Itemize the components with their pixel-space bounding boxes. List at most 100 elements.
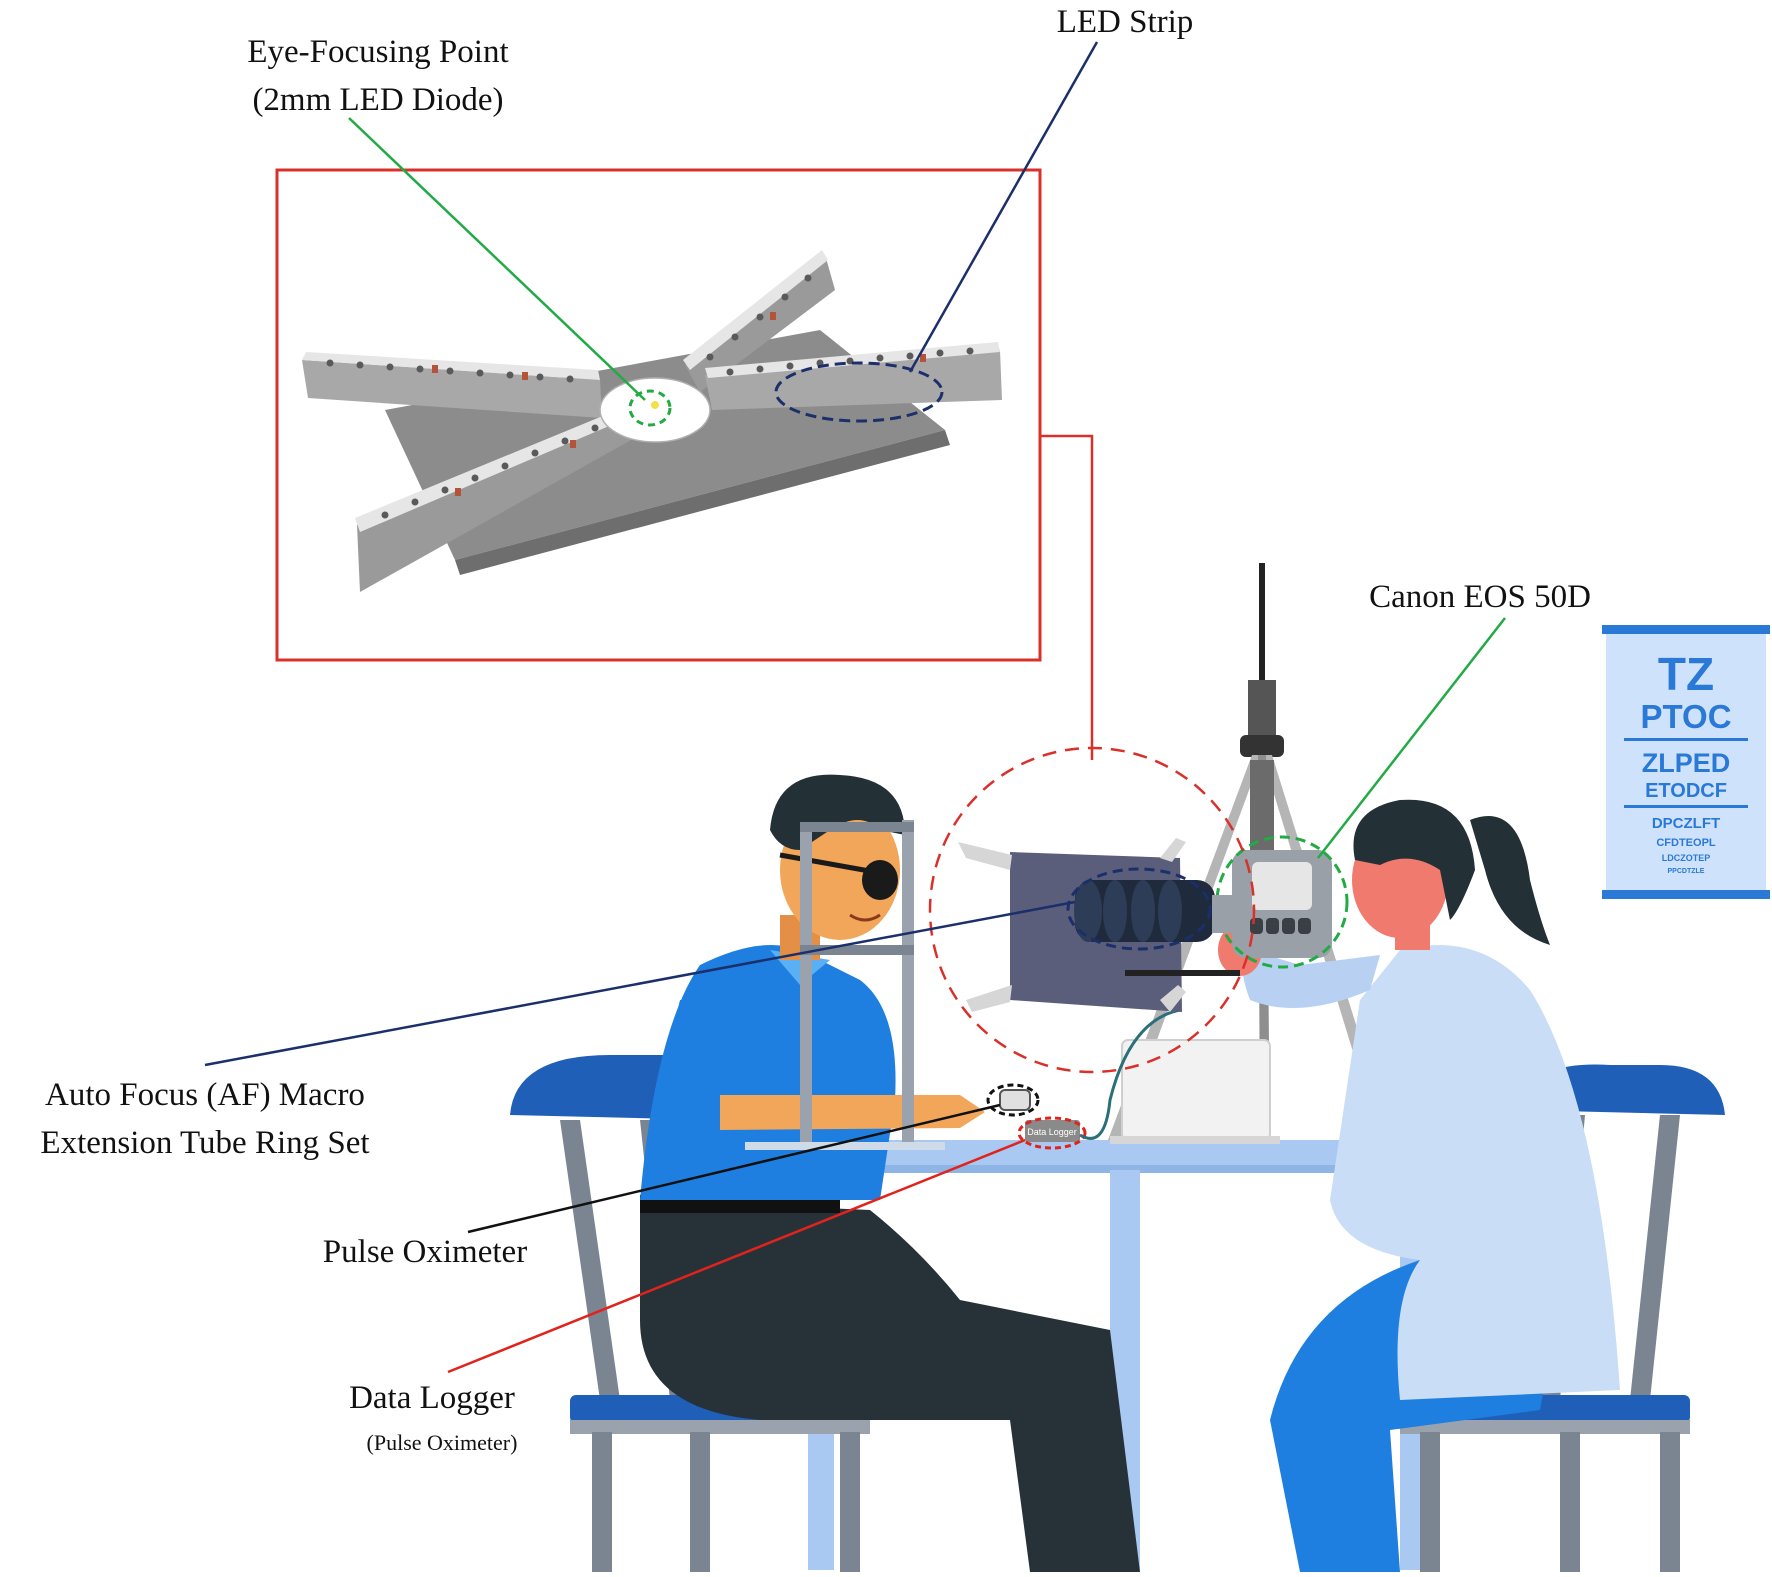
eye-chart-row-8: PPCDTZLE xyxy=(1668,868,1705,875)
data-logger-cable xyxy=(1079,1008,1181,1140)
eye-chart-row-6: CFDTEOPL xyxy=(1656,837,1716,849)
tripod-head xyxy=(1240,735,1284,757)
eye-chart-row-7: LDCZOTEP xyxy=(1662,853,1711,863)
inset-connector-line xyxy=(1040,434,1094,760)
examiner-lab-coat xyxy=(1330,945,1620,1400)
magnified-tripod-bar xyxy=(1125,970,1240,976)
laptop-base xyxy=(1110,1136,1280,1144)
leader-lines xyxy=(204,41,1506,1374)
extension-tube-ring-2 xyxy=(1103,880,1127,942)
magnified-fixture-arm-bottom-right xyxy=(1160,985,1186,1012)
examiner-chair-rail xyxy=(1400,1420,1690,1434)
led-arm-lower-left xyxy=(357,415,640,592)
eye-chart-row-4: ETODCF xyxy=(1645,780,1727,802)
patient-trousers xyxy=(640,1200,1140,1572)
extension-tube-ring-3 xyxy=(1131,880,1155,942)
laptop xyxy=(1110,1039,1280,1144)
pulse-oximeter-marker xyxy=(986,1083,1040,1117)
examiner-chair-leg-1 xyxy=(1420,1432,1440,1572)
data-logger-marker xyxy=(1017,1116,1087,1150)
eye-chart-bottom-bar xyxy=(1602,890,1770,899)
label-extension-tube-line1: Auto Focus (AF) Macro xyxy=(45,1077,365,1113)
led-arm-lower-left-top xyxy=(355,408,628,532)
canon-eos-50d-camera xyxy=(1215,835,1349,969)
extension-tube-ring-set xyxy=(1074,880,1232,942)
leader-pulse-oximeter xyxy=(467,1103,1001,1234)
examiner-hair xyxy=(1353,799,1475,920)
patient-forearm xyxy=(720,1095,985,1130)
magnified-fixture-arm-top-right xyxy=(1160,838,1186,862)
label-led-strip: LED Strip xyxy=(1057,4,1194,40)
callout-labels: Eye-Focusing Point (2mm LED Diode) LED S… xyxy=(40,4,1590,1455)
led-strip-marker xyxy=(774,361,944,423)
data-logger-device-label: Data Logger xyxy=(1027,1127,1077,1137)
eye-chart-row-2: PTOC xyxy=(1640,698,1731,735)
laptop-screen xyxy=(1121,1039,1271,1141)
extension-tube-ring-4 xyxy=(1158,880,1182,942)
eye-focusing-led-diode xyxy=(651,401,659,409)
led-fixture-inset xyxy=(275,168,1042,662)
examiner-chair-leg-2 xyxy=(1560,1432,1580,1572)
tripod-antenna xyxy=(1259,563,1265,683)
patient-smile xyxy=(849,913,881,922)
magnified-optics-view xyxy=(928,746,1256,1074)
data-logger-body xyxy=(1025,1120,1080,1142)
patient-chair-leg-1 xyxy=(592,1432,612,1572)
magnification-circle xyxy=(928,746,1256,1074)
magnified-fixture-arm-bottom xyxy=(966,985,1012,1012)
chin-rest xyxy=(745,820,945,1150)
chin-rest-post-left xyxy=(800,830,812,1150)
eye-focusing-point-marker xyxy=(628,389,672,427)
chin-rest-top-bar xyxy=(800,822,914,832)
extension-tube-mount xyxy=(1212,895,1232,933)
examiner-arm xyxy=(1242,950,1380,1008)
led-dots xyxy=(326,274,974,519)
eye-chart-row-3: ZLPED xyxy=(1642,748,1731,778)
chin-rest-lower-bar xyxy=(800,945,914,955)
eye-chart-divider xyxy=(1624,805,1748,808)
eye-chart: TZ PTOC ZLPED ETODCF DPCZLFT CFDTEOPL LD… xyxy=(1602,625,1770,899)
label-data-logger: Data Logger xyxy=(349,1380,515,1416)
fixture-base-shadow xyxy=(455,430,950,575)
chin-rest-base xyxy=(745,1142,945,1150)
label-camera: Canon EOS 50D xyxy=(1369,579,1591,615)
led-arm-upper-right-top xyxy=(683,250,828,370)
eye-chart-row-1: TZ xyxy=(1658,648,1714,700)
leader-data-logger xyxy=(447,1138,1026,1374)
chin-rest-post-right xyxy=(902,820,914,1150)
data-logger-device: Data Logger xyxy=(1017,1008,1181,1150)
label-extension-tube-line2: Extension Tube Ring Set xyxy=(40,1125,369,1161)
table-top-edge xyxy=(770,1165,1460,1173)
led-arm-upper-right xyxy=(685,258,835,392)
pulse-oximeter-device xyxy=(986,1083,1040,1117)
examiner-figure xyxy=(1218,799,1620,1572)
leader-eye-focusing-point xyxy=(348,117,646,401)
patient-chair-rail xyxy=(570,1420,870,1434)
center-hub-disk xyxy=(599,377,711,443)
camera-marker xyxy=(1215,835,1349,969)
leader-extension-tube xyxy=(204,900,1076,1067)
label-eye-focusing-point-detail: (2mm LED Diode) xyxy=(252,82,503,118)
led-resistors xyxy=(432,312,926,496)
examiner-chair-post-right xyxy=(1630,1115,1680,1400)
eye-chart-top-bar xyxy=(1602,625,1770,634)
camera-screen xyxy=(1252,862,1312,910)
eye-chart-divider xyxy=(1624,738,1748,741)
leader-camera xyxy=(1317,617,1506,859)
led-arm-lower-right xyxy=(705,350,1002,410)
extension-tube-marker xyxy=(1066,867,1212,951)
pulse-oximeter-body xyxy=(999,1089,1031,1111)
eye-chart-board xyxy=(1606,628,1766,896)
patient-chair-leg-3 xyxy=(840,1432,860,1572)
patient-eye-patch xyxy=(862,860,898,900)
label-pulse-oximeter: Pulse Oximeter xyxy=(323,1234,527,1270)
examiner-ponytail xyxy=(1470,816,1550,945)
patient-eye-patch-strap xyxy=(779,852,876,875)
led-arm-upper-left xyxy=(302,360,602,418)
patient-figure xyxy=(640,774,1140,1572)
extension-tube-ring-1 xyxy=(1074,880,1102,942)
magnified-fixture-arm-top xyxy=(958,842,1012,870)
examiner-chair-leg-3 xyxy=(1660,1432,1680,1572)
